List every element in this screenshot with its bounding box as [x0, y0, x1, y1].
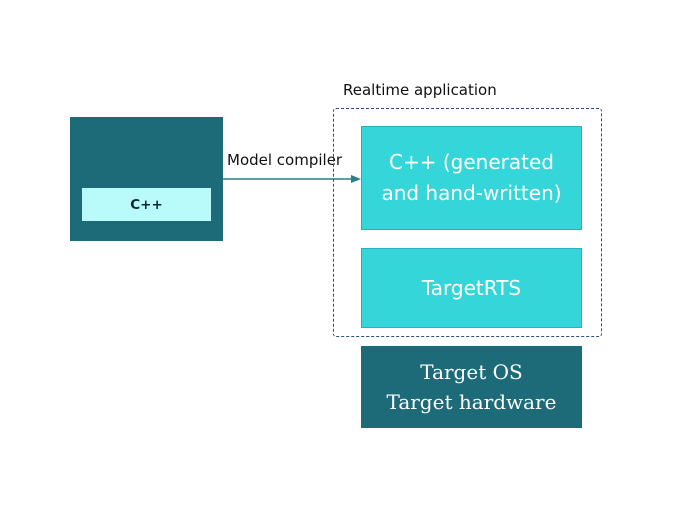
- arrow-head: [351, 175, 361, 183]
- generated-code-line-2: and hand-written): [381, 181, 562, 205]
- model-compiler-label: Model compiler: [227, 151, 343, 169]
- cpp-language-box: C++: [82, 188, 211, 221]
- target-platform-box: Target OS Target hardware: [361, 346, 582, 428]
- realtime-application-label: Realtime application: [343, 81, 497, 99]
- generated-code-box: C++ (generated and hand-written): [361, 126, 582, 230]
- target-os-label: Target OS: [420, 360, 523, 384]
- target-hardware-label: Target hardware: [386, 390, 557, 414]
- generated-code-line-1: C++ (generated: [389, 150, 554, 174]
- realtime-application-region: [333, 108, 602, 337]
- targetrts-box: TargetRTS: [361, 248, 582, 328]
- art-title: Art: [335, 137, 360, 153]
